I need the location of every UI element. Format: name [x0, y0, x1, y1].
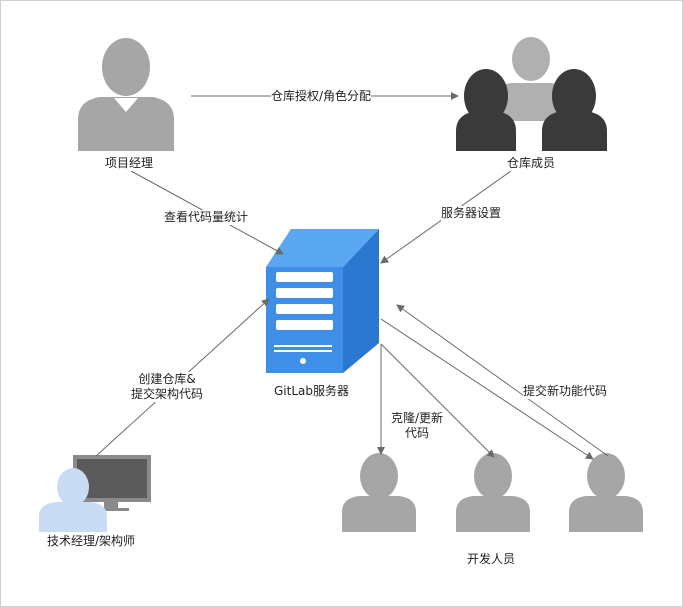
tech-manager-icon: [39, 455, 151, 532]
clone-update-label-line2: 代码: [405, 426, 430, 440]
project-manager-label: 项目经理: [105, 156, 154, 171]
developer-icon: [342, 453, 416, 532]
submit-feature-label: 提交新功能代码: [523, 384, 608, 399]
view-stats-label: 查看代码量统计: [164, 210, 249, 225]
developer-icon: [569, 453, 643, 532]
create-repo-label-line2: 提交架构代码: [131, 387, 204, 401]
repo-members-icon: [456, 37, 607, 151]
server-settings-label: 服务器设置: [441, 206, 502, 221]
clone-update-label-line1: 克隆/更新: [391, 411, 444, 425]
repo-auth-label: 仓库授权/角色分配: [271, 89, 372, 104]
developer-icon: [456, 453, 530, 532]
clone-update-label: 克隆/更新 代码: [391, 411, 444, 441]
gitlab-server-icon: [266, 229, 379, 373]
project-manager-icon: [78, 38, 174, 151]
arrow-submit-feature: [396, 304, 609, 457]
repo-members-label: 仓库成员: [507, 156, 556, 171]
arrow-clone-dev2: [380, 343, 495, 458]
arrow-clone-dev3: [380, 318, 594, 460]
tech-manager-label: 技术经理/架构师: [47, 534, 136, 549]
server-label: GitLab服务器: [274, 384, 349, 399]
create-repo-label: 创建仓库& 提交架构代码: [131, 372, 204, 402]
developers-label: 开发人员: [467, 552, 516, 567]
create-repo-label-line1: 创建仓库&: [138, 372, 196, 386]
